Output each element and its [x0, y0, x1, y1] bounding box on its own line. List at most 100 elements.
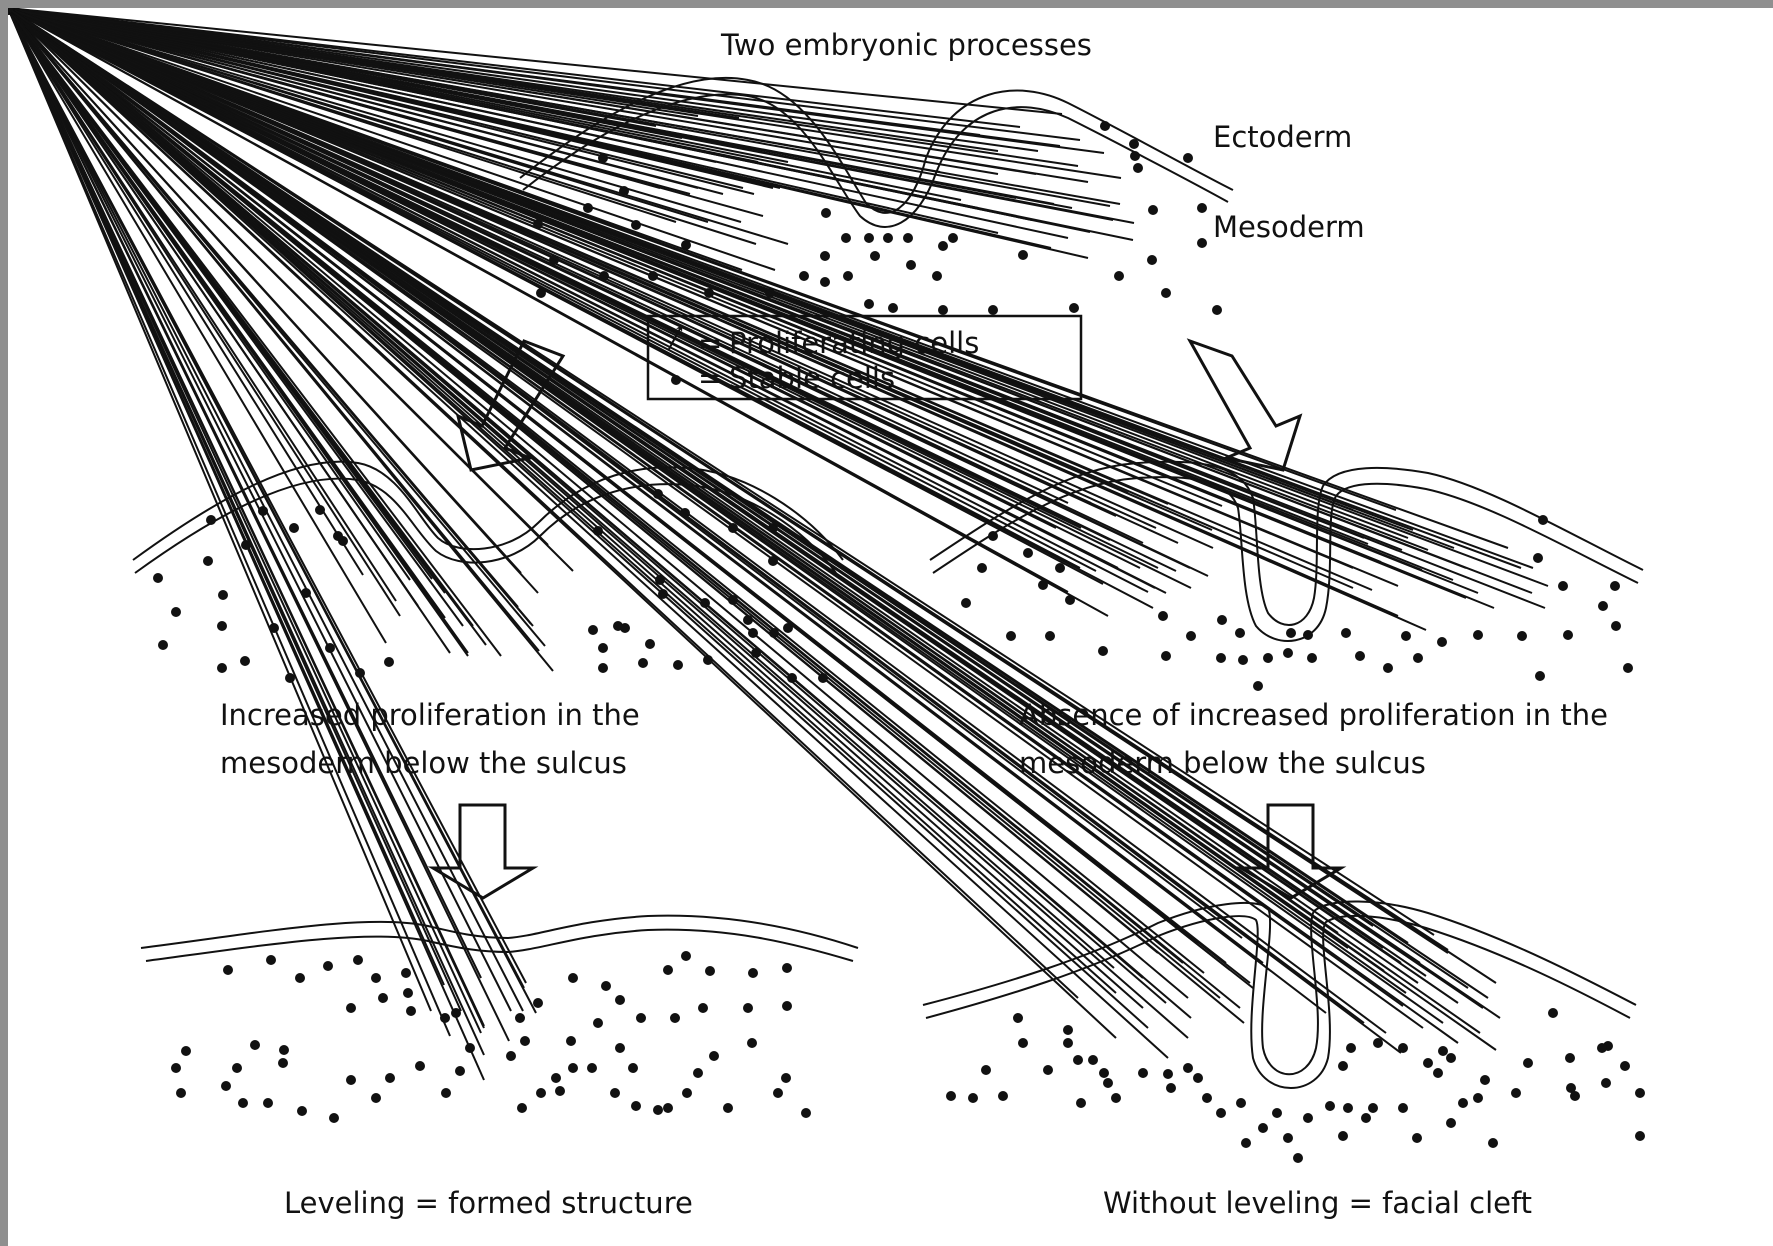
- proliferating-cell-arrow: [8, 8, 1245, 1024]
- proliferating-cell-arrow: [8, 8, 482, 1034]
- stable-cell-dot: [1063, 1025, 1073, 1035]
- stable-cell-dot: [673, 660, 683, 670]
- stable-cell-dot: [517, 1103, 527, 1113]
- stable-cell-dot: [371, 1093, 381, 1103]
- stable-cell-dot: [968, 1093, 978, 1103]
- stable-cell-dot: [1488, 1138, 1498, 1148]
- proliferating-cell-arrow: [8, 8, 1424, 1029]
- proliferating-cell-arrow: [8, 8, 1154, 609]
- proliferating-cell-arrow: [8, 8, 1495, 609]
- stable-cell-dot: [1148, 205, 1158, 215]
- stable-cell-dot: [1197, 203, 1207, 213]
- stable-cell-dot: [783, 623, 793, 633]
- stable-cell-dot: [218, 590, 228, 600]
- stable-cell-dot: [1216, 1108, 1226, 1118]
- proliferating-cell-arrow: [8, 8, 1144, 1009]
- stable-cell-dot: [266, 955, 276, 965]
- proliferating-cell-arrow: [8, 8, 524, 1012]
- stable-cell-dot: [1610, 581, 1620, 591]
- stable-cell-dot: [181, 1046, 191, 1056]
- proliferating-cell-arrow: [8, 8, 469, 654]
- stable-cell-dot: [998, 1091, 1008, 1101]
- stable-cell-dot: [1099, 1068, 1109, 1078]
- stable-cell-dot: [346, 1075, 356, 1085]
- stable-cell-dot: [1423, 1058, 1433, 1068]
- stable-cell-dot: [217, 663, 227, 673]
- proliferating-cell-arrow: [8, 8, 549, 546]
- proliferating-cell-arrow: [8, 8, 1114, 221]
- stable-cell-dot: [263, 1098, 273, 1108]
- proliferating-cell-arrow: [8, 8, 1549, 587]
- stable-cell-dot: [1018, 250, 1028, 260]
- stable-cell-dot: [1635, 1088, 1645, 1098]
- proliferating-cell-arrow: [8, 8, 485, 1081]
- proliferating-cell-arrow: [8, 8, 1227, 964]
- stable-cell-dot: [1241, 1138, 1251, 1148]
- proliferating-cell-arrow: [8, 8, 1546, 609]
- stable-cell-dot: [203, 556, 213, 566]
- stable-cell-dot: [1253, 681, 1263, 691]
- proliferating-cell-arrow: [8, 8, 1402, 1054]
- stable-cell-dot: [153, 573, 163, 583]
- stable-cell-dot: [1183, 1063, 1193, 1073]
- stable-cell-dot: [1147, 255, 1157, 265]
- stable-cell-dot: [615, 995, 625, 1005]
- stable-cell-dot: [841, 233, 851, 243]
- proliferating-cell-arrow: [8, 8, 525, 989]
- diagram-frame: Two embryonic processes Ectoderm Mesoder…: [8, 8, 1773, 1246]
- proliferating-cell-arrow: [8, 8, 776, 271]
- stable-cell-dot: [176, 1088, 186, 1098]
- stable-cell-dot: [1535, 671, 1545, 681]
- stable-cell-dot: [1236, 1098, 1246, 1108]
- stable-cell-dot: [1018, 1038, 1028, 1048]
- stable-cell-dot: [615, 1043, 625, 1053]
- stable-cell-dot: [1565, 1053, 1575, 1063]
- right-caption-line2: mesoderm below the sulcus: [1019, 746, 1426, 780]
- proliferating-cell-arrow: [8, 8, 1081, 141]
- stable-cell-dot: [938, 305, 948, 315]
- diagram-svg: [8, 8, 1645, 1163]
- right-caption-line1: Absence of increased proliferation in th…: [1019, 698, 1608, 732]
- stable-cell-dot: [883, 233, 893, 243]
- stable-cell-dot: [1368, 1103, 1378, 1113]
- proliferating-cell-arrow: [8, 8, 522, 574]
- stable-cell-dot: [1283, 648, 1293, 658]
- stable-cell-dot: [1361, 1113, 1371, 1123]
- stable-cell-dot: [870, 251, 880, 261]
- stable-cell-dot: [1446, 1118, 1456, 1128]
- stable-cell-dot: [1346, 1043, 1356, 1053]
- stable-cell-dot: [1186, 631, 1196, 641]
- stable-cell-dot: [1013, 1013, 1023, 1023]
- proliferating-cell-arrow: [8, 8, 1122, 179]
- stable-cell-dot: [1133, 163, 1143, 173]
- stable-cell-dot: [1138, 1068, 1148, 1078]
- proliferating-cell-arrow: [8, 8, 1105, 154]
- stable-cell-dot: [1303, 630, 1313, 640]
- stable-cell-dot: [1163, 1069, 1173, 1079]
- stable-cell-dot: [568, 973, 578, 983]
- stable-cell-dot: [670, 1013, 680, 1023]
- diagram-title: Two embryonic processes: [721, 28, 1092, 62]
- stable-cell-dot: [820, 251, 830, 261]
- stable-cell-dot: [297, 1106, 307, 1116]
- stable-cell-dot: [1566, 1083, 1576, 1093]
- stable-cell-dot: [698, 1003, 708, 1013]
- proliferating-cell-arrow: [8, 8, 1156, 589]
- stable-cell-dot: [295, 973, 305, 983]
- proliferating-cell-arrow: [8, 8, 1063, 115]
- proliferating-cell-arrow: [8, 8, 1169, 1059]
- stable-cell-dot: [1193, 1073, 1203, 1083]
- stable-cell-dot: [279, 1045, 289, 1055]
- flow-arrows: [427, 338, 1347, 900]
- stable-cell-dot: [977, 563, 987, 573]
- stable-cell-dot: [240, 656, 250, 666]
- stable-cell-dot: [1383, 663, 1393, 673]
- stable-cell-dot: [636, 1013, 646, 1023]
- proliferating-cell-arrow: [8, 8, 485, 1056]
- stable-cell-dot: [1088, 1055, 1098, 1065]
- arrow-left-down: [427, 803, 539, 900]
- stable-cell-dot: [1338, 1061, 1348, 1071]
- stable-cell-dot: [1235, 628, 1245, 638]
- stable-cell-dot: [1563, 630, 1573, 640]
- stable-cell-dot: [1130, 151, 1140, 161]
